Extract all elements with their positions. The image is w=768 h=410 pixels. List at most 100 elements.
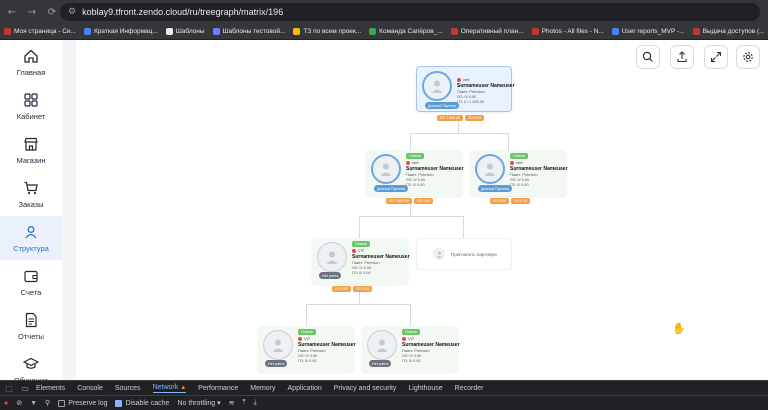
filter-icon[interactable]: ▼ <box>30 399 38 407</box>
sidebar-item-3[interactable]: Заказы <box>0 172 62 216</box>
sidebar-item-2[interactable]: Магазин <box>0 128 62 172</box>
tree-connector <box>359 216 360 238</box>
devtools-tab-lighthouse[interactable]: Lighthouse <box>408 384 443 392</box>
bookmark-favicon-icon <box>293 28 301 35</box>
sidebar-item-4[interactable]: Структура <box>0 216 62 260</box>
bookmark-favicon-icon <box>369 28 377 35</box>
bookmark-item[interactable]: Краткая Информац... <box>83 28 158 35</box>
site-info-icon[interactable]: ⚙ <box>68 7 77 17</box>
partner-name: Surnameuser Nameuser <box>457 83 515 89</box>
share-button[interactable] <box>670 45 694 69</box>
go-value: ГО: 0/ 0.00 <box>510 183 529 187</box>
sidebar-item-6[interactable]: Отчеты <box>0 304 62 348</box>
lo-value: ЛО: 0/ 0.00 <box>298 354 318 358</box>
devtools-tabs: ⬚ ▭ Elements Console Sources Network ▲ Perfo… <box>0 381 768 396</box>
rank-label: VIT <box>402 336 414 341</box>
devtools-tab-privacy-and-security[interactable]: Privacy and security <box>333 384 397 392</box>
invite-partner-slot[interactable]: Пригласить партнера <box>416 238 512 270</box>
partner-name: Surnameuser Nameuser <box>510 166 568 172</box>
bookmark-item[interactable]: Photos - All files - N... <box>531 28 604 35</box>
status-badge: Новый <box>298 329 316 335</box>
devtools-tab-performance[interactable]: Performance <box>198 384 239 392</box>
bookmark-item[interactable]: User reports_MVP -... <box>611 28 685 35</box>
bookmark-item[interactable]: Выдача доступов (... <box>692 28 765 35</box>
tree-connector <box>306 304 307 326</box>
volume-pill: ЛО 0.00 <box>332 286 352 292</box>
devtools-tab-elements[interactable]: Elements <box>36 384 66 392</box>
go-value: ГО: 0/ 0.00 <box>402 359 421 363</box>
forward-icon[interactable]: → <box>27 6 37 18</box>
device-toggle-icon[interactable]: ▭ <box>21 383 29 393</box>
package-label: Пакет: Premium <box>406 173 434 177</box>
preserve-log-checkbox[interactable]: Preserve log <box>58 399 107 407</box>
expand-button[interactable] <box>704 45 728 69</box>
partner-name: Surnameuser Nameuser <box>406 166 464 172</box>
disable-cache-checkbox[interactable]: Disable cache <box>115 399 169 407</box>
graduation-icon <box>23 357 39 369</box>
settings-button[interactable] <box>736 45 760 69</box>
download-icon[interactable]: ⤓ <box>253 399 257 406</box>
user-placeholder-icon <box>326 251 338 264</box>
volume-pill: ЛО 0.00 <box>353 286 373 292</box>
sidebar-item-1[interactable]: Кабинет <box>0 84 62 128</box>
avatar: Донный Партнер <box>475 154 513 192</box>
volume-pill: ЛО 1 000.00 <box>386 198 413 204</box>
go-value: ГО: 0/ 0.00 <box>298 359 317 363</box>
address-bar[interactable]: ⚙ koblay9.tfront.zendo.cloud/ru/treegrap… <box>60 3 760 21</box>
bookmark-item[interactable]: Команда Сапёров_... <box>369 28 443 35</box>
partner-name: Surnameuser Nameuser <box>402 342 460 348</box>
bookmark-item[interactable]: Оперативный план... <box>450 28 524 35</box>
status-badge: Новый <box>406 153 424 159</box>
bookmark-item[interactable]: Моя страница - Си... <box>4 28 76 35</box>
bookmark-item[interactable]: ТЗ по всем проек... <box>293 28 361 35</box>
upload-icon[interactable]: ⤒ <box>242 399 246 406</box>
devtools-tab-console[interactable]: Console <box>77 384 103 392</box>
volume-pill: ЛО 0.00 <box>465 115 485 121</box>
rank-dot-icon <box>510 160 514 165</box>
sidebar-item-0[interactable]: Главная <box>0 40 62 84</box>
hand-cursor-icon: ✋ <box>672 322 686 335</box>
network-toolbar: ● ⊘ ▼ ⚲ Preserve log Disable cache No th… <box>0 396 768 410</box>
throttling-select[interactable]: No throttling ▾ <box>177 399 221 408</box>
rank-label: VIT <box>298 336 310 341</box>
search-icon[interactable]: ⚲ <box>45 400 51 407</box>
devtools-tab-application[interactable]: Application <box>287 384 322 392</box>
user-placeholder-icon <box>376 339 388 352</box>
back-icon[interactable]: ← <box>7 6 17 18</box>
browser-toolbar: ← → ⟳ ⚙ koblay9.tfront.zendo.cloud/ru/tr… <box>0 0 768 24</box>
bookmark-favicon-icon <box>212 28 220 35</box>
devtools-panel: ⬚ ▭ Elements Console Sources Network ▲ Perfo… <box>0 380 768 409</box>
search-button[interactable] <box>636 45 660 69</box>
rank-label: vert <box>457 77 470 82</box>
devtools-tab-recorder[interactable]: Recorder <box>454 384 484 392</box>
devtools-tab-memory[interactable]: Memory <box>250 384 276 392</box>
rank-label: VIT <box>352 248 364 253</box>
tree-connector <box>410 133 508 134</box>
avatar: Нет ранга <box>317 242 347 279</box>
expand-icon <box>710 51 722 63</box>
bookmark-item[interactable]: Шаблоны тестовой... <box>212 28 285 35</box>
user-placeholder-icon <box>433 248 445 260</box>
sidebar-item-5[interactable]: Счета <box>0 260 62 304</box>
avatar: Донный Партнер <box>422 71 460 109</box>
bookmark-favicon-icon <box>531 28 539 35</box>
volume-pill: ЛО 1 000.00 <box>437 115 464 121</box>
devtools-tab-sources[interactable]: Sources <box>114 384 141 392</box>
bookmark-favicon-icon <box>611 28 619 35</box>
bookmark-item[interactable]: Шаблоны <box>165 28 205 35</box>
record-icon[interactable]: ● <box>4 399 9 407</box>
package-label: Пакет: Premium <box>352 261 380 265</box>
inspect-icon[interactable]: ⬚ <box>5 383 13 393</box>
devtools-tab-network[interactable]: Network ▲ <box>152 383 187 393</box>
reload-icon[interactable]: ⟳ <box>47 6 57 18</box>
clear-icon[interactable]: ⊘ <box>16 400 23 407</box>
wifi-icon[interactable]: ≋ <box>228 400 235 407</box>
